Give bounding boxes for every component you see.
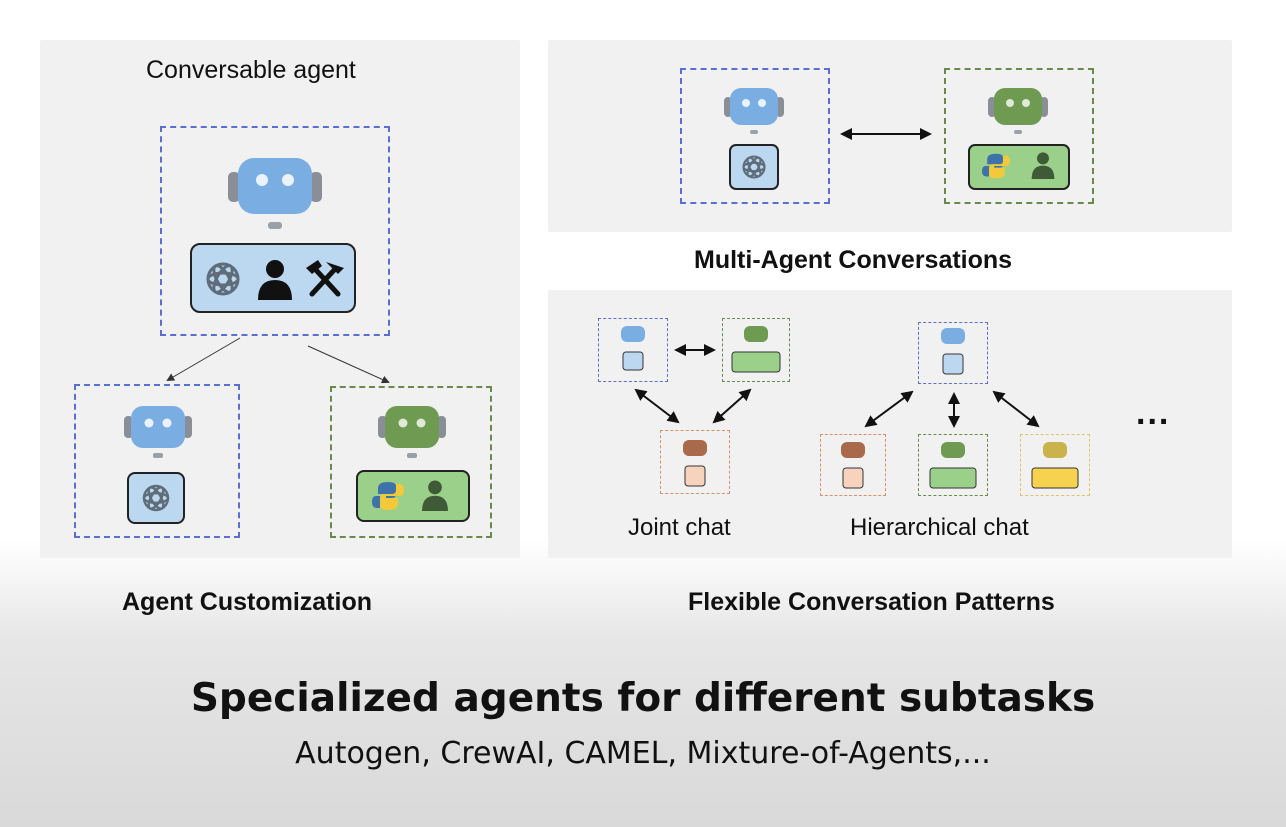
joint-chat-label: Joint chat	[628, 514, 731, 541]
headline-title: Specialized agents for different subtask…	[190, 676, 1096, 721]
tools-icon	[306, 260, 344, 297]
joint-agent-blue	[598, 318, 668, 382]
hier-agent-green	[918, 434, 988, 496]
joint-agent-orange	[660, 430, 730, 494]
blue-tool-tray	[127, 472, 185, 524]
mini-orange-robot-icon	[841, 442, 865, 489]
green-agent-box	[330, 386, 492, 538]
mini-orange-robot-icon	[683, 440, 707, 487]
multi-agent-label: Multi-Agent Conversations	[694, 246, 1013, 274]
human-icon	[258, 260, 292, 300]
human-icon	[422, 480, 448, 511]
hier-agent-top	[918, 322, 988, 384]
hierarchical-chat-label: Hierarchical chat	[850, 514, 1029, 541]
green-robot-icon	[378, 406, 446, 458]
conversable-agent-title: Conversable agent	[146, 56, 356, 84]
hier-agent-yellow	[1020, 434, 1090, 496]
blue-robot-icon	[724, 88, 784, 134]
headline-subtitle: Autogen, CrewAI, CAMEL, Mixture-of-Agent…	[295, 736, 991, 771]
python-icon	[982, 153, 1010, 179]
multi-blue-tool-tray	[729, 144, 779, 190]
main-robot-icon	[228, 158, 322, 229]
green-robot-icon	[988, 88, 1048, 134]
hier-agent-orange	[820, 434, 886, 496]
mini-blue-robot-icon	[621, 326, 645, 371]
green-tool-tray	[356, 470, 470, 522]
blue-agent-box	[74, 384, 240, 538]
mini-yellow-robot-icon	[1031, 442, 1079, 489]
ellipsis-more-patterns: ...	[1136, 394, 1171, 432]
blue-robot-icon	[124, 406, 192, 458]
python-icon	[372, 482, 404, 510]
openai-icon	[742, 155, 766, 179]
human-icon	[1031, 152, 1055, 179]
mini-blue-robot-icon	[941, 328, 965, 375]
mini-green-robot-icon	[731, 326, 781, 373]
openai-icon	[206, 262, 240, 296]
multi-green-agent-box	[944, 68, 1094, 204]
multi-blue-agent-box	[680, 68, 830, 204]
main-agent-box	[160, 126, 390, 336]
mini-green-robot-icon	[929, 442, 977, 489]
joint-agent-green	[722, 318, 790, 382]
flexible-patterns-label: Flexible Conversation Patterns	[688, 588, 1055, 616]
agent-customization-label: Agent Customization	[122, 588, 372, 616]
openai-icon	[142, 484, 170, 512]
